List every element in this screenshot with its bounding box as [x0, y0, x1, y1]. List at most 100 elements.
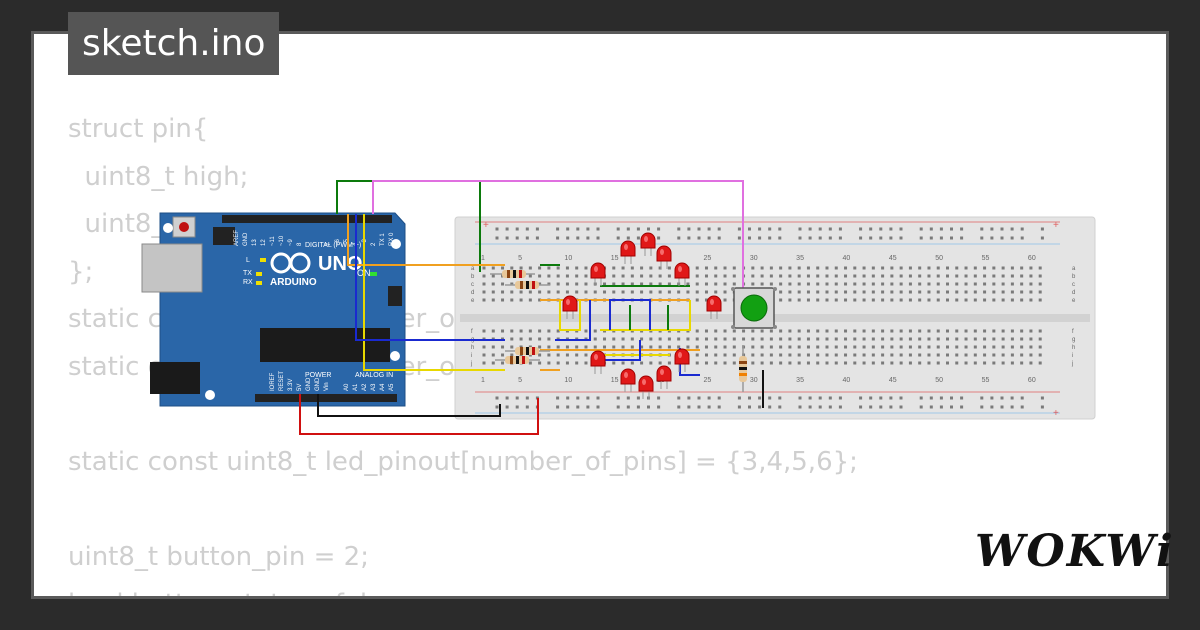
led [674, 262, 690, 286]
column-number: 1 [481, 255, 485, 262]
code-line: static const uint8_t led_pinout[number_o… [68, 446, 858, 477]
wire-pink [372, 180, 744, 292]
row-letter: i [1072, 353, 1073, 359]
row-letter: d [1072, 290, 1075, 296]
pin-label: 12 [261, 239, 267, 246]
led [638, 375, 654, 399]
row-letter: b [471, 274, 475, 280]
column-number: 1 [481, 377, 485, 384]
mount-hole [390, 351, 400, 361]
pin-label: Vin [324, 382, 330, 391]
column-number: 15 [611, 255, 619, 262]
mount-hole [163, 223, 173, 233]
column-number: 45 [889, 255, 897, 262]
arduino-logo-icon [270, 252, 311, 274]
column-number: 25 [703, 377, 711, 384]
led [674, 348, 690, 372]
row-letter: i [471, 353, 472, 359]
led [590, 350, 606, 374]
row-letter: e [1072, 298, 1076, 304]
pin-label: 5V [297, 384, 303, 391]
column-number: 30 [750, 377, 758, 384]
pin-label: GND [243, 232, 249, 246]
column-number: 50 [935, 377, 943, 384]
pin-label: A2 [362, 383, 368, 391]
wokwi-logo: WOKWi [975, 526, 1175, 577]
wire-red [299, 394, 539, 435]
file-tab[interactable]: sketch.ino [68, 12, 280, 75]
wire-black [317, 394, 501, 417]
column-number: 60 [1028, 377, 1036, 384]
rail-plus-label-right: + [1053, 220, 1059, 231]
code-line: uint8_t high; [68, 161, 249, 192]
row-letter: b [1072, 274, 1076, 280]
row-letter: g [1072, 337, 1075, 343]
row-letter: j [470, 361, 472, 367]
column-number: 50 [935, 255, 943, 262]
column-number: 45 [889, 377, 897, 384]
pin-label: AREF [234, 230, 240, 246]
pin-label: ~10 [279, 235, 285, 246]
column-number: 10 [564, 377, 572, 384]
pin-label: 8 [297, 242, 303, 246]
pin-label: ~9 [288, 238, 294, 246]
mount-hole [205, 390, 215, 400]
code-line: }; [68, 256, 94, 287]
led [620, 368, 636, 392]
pin-label: A4 [380, 383, 386, 391]
led [590, 262, 606, 286]
column-number: 35 [796, 377, 804, 384]
led [562, 295, 578, 319]
microcontroller-chip [260, 328, 390, 362]
digital-label: DIGITAL (PWM ~) [305, 242, 361, 249]
pin-label: GND [315, 377, 321, 391]
pin-label: IOREF [270, 372, 276, 391]
row-letter: j [1071, 361, 1073, 367]
rail-plus-label-bottom: + [1053, 408, 1059, 419]
pin-label: 2 [371, 242, 377, 246]
resistor [490, 270, 535, 278]
led [656, 245, 672, 269]
digital-header [222, 215, 392, 223]
code-line: uint8_t button_pin = 2; [68, 541, 369, 572]
icsp-header [388, 286, 402, 306]
pin-label: 13 [252, 239, 258, 246]
column-number: 60 [1028, 255, 1036, 262]
row-letter: a [471, 266, 475, 272]
led [640, 232, 656, 256]
usb-port [141, 243, 203, 293]
uno-label: UNO [318, 253, 362, 275]
row-letter: c [471, 282, 474, 288]
row-letter: c [1072, 282, 1075, 288]
pin-label: 3.3V [288, 379, 294, 391]
pin-label: A5 [389, 383, 395, 391]
row-letter: h [1072, 345, 1075, 351]
pin-label: A3 [371, 383, 377, 391]
led [620, 240, 636, 264]
push-button[interactable] [731, 287, 777, 329]
wire-blue [355, 214, 505, 341]
pin-label: RESET [279, 371, 285, 391]
pin-label: GND [306, 377, 312, 391]
resistor [505, 281, 550, 289]
column-number: 10 [564, 255, 572, 262]
column-number: 30 [750, 255, 758, 262]
wire-orange [347, 214, 505, 266]
pin-label: TX 1 [380, 233, 386, 246]
led [706, 295, 722, 319]
arduino-label: ARDUINO [270, 277, 317, 288]
column-number: 5 [518, 377, 522, 384]
row-letter: h [471, 345, 474, 351]
column-number: 40 [843, 377, 851, 384]
column-number: 55 [982, 377, 990, 384]
row-letter: f [1072, 329, 1074, 335]
pin-label: ~11 [270, 236, 276, 246]
row-letter: d [471, 290, 474, 296]
resistor [495, 356, 540, 364]
pin-label: 7 [326, 242, 332, 246]
power-analog-header [255, 394, 397, 402]
analog-label: ANALOG IN [355, 372, 393, 379]
